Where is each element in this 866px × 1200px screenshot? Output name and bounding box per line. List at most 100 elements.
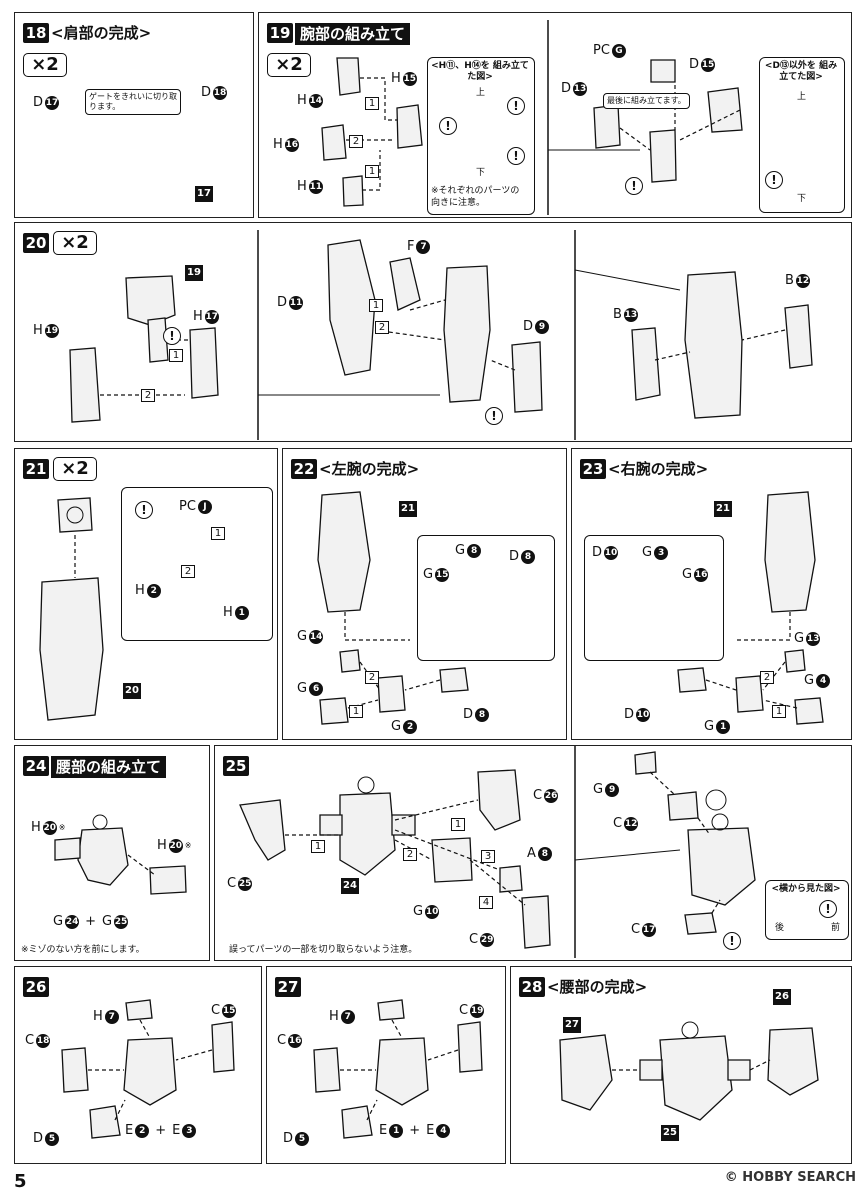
step-title: 腰部の組み立て [51, 756, 167, 778]
order-mark: 1 [311, 840, 325, 853]
gate-note: ゲートをきれいに切り取ります。 [85, 89, 181, 115]
part-tag-17: 17 [195, 186, 213, 202]
page-number: 5 [14, 1171, 27, 1192]
order-mark: 1 [365, 97, 379, 110]
part-tag-21: 21 [714, 501, 732, 517]
order-mark: 4 [479, 896, 493, 909]
part-tag-26: 26 [773, 989, 791, 1005]
step-number: 27 [275, 977, 301, 997]
repeat-count: ×2 [53, 457, 97, 481]
inset-top-label: 上 [476, 88, 486, 98]
order-mark: 2 [375, 321, 389, 334]
step-number: 26 [23, 977, 49, 997]
order-mark: 2 [403, 848, 417, 861]
watermark: © HOBBY SEARCH [724, 1170, 856, 1185]
part-tag-24: 24 [341, 878, 359, 894]
caution-icon: ! [439, 117, 457, 135]
part-tag-20: 20 [123, 683, 141, 699]
side-view-front: 前 [831, 923, 841, 933]
caution-icon: ! [819, 900, 837, 918]
cutting-caution-note: 誤ってパーツの一部を切り取らないよう注意。 [229, 945, 418, 955]
orientation-note: ※それぞれのパーツの 向きに注意。 [431, 186, 520, 208]
inset-title: <H⑪、H⑭を 組み立てた図> [431, 61, 529, 82]
step-28-panel: 28 <腰部の完成> 27 26 25 [510, 966, 852, 1164]
step-number: 24 [23, 756, 49, 776]
order-mark: 1 [211, 527, 225, 540]
assembled-view-inset [427, 57, 535, 215]
inset-title: <横から見た図> [771, 884, 841, 894]
step-title: <右腕の完成> [608, 460, 709, 478]
order-mark: 2 [349, 135, 363, 148]
caution-icon: ! [163, 327, 181, 345]
caution-icon: ! [625, 177, 643, 195]
waist-parts-art [61, 999, 819, 1139]
order-mark: 2 [181, 565, 195, 578]
inset-title: <D⑬以外を 組み立てた図> [764, 61, 838, 82]
caution-icon: ! [507, 147, 525, 165]
order-mark: 1 [365, 165, 379, 178]
step-title: <肩部の完成> [51, 24, 152, 42]
part-tag-27: 27 [563, 1017, 581, 1033]
caution-icon: ! [135, 501, 153, 519]
step-title: <左腕の完成> [319, 460, 420, 478]
step-number: 23 [580, 459, 606, 479]
order-mark: 2 [365, 671, 379, 684]
inset-top-label: 上 [797, 92, 807, 102]
step-number: 28 [519, 977, 545, 997]
caution-icon: ! [507, 97, 525, 115]
repeat-count: ×2 [53, 231, 97, 255]
step-number: 25 [223, 756, 249, 776]
caution-icon: ! [765, 171, 783, 189]
part-tag-19: 19 [185, 265, 203, 281]
inset-bottom-label: 下 [797, 194, 807, 204]
order-mark: 1 [451, 818, 465, 831]
step-number: 18 [23, 23, 49, 43]
step-number: 22 [291, 459, 317, 479]
